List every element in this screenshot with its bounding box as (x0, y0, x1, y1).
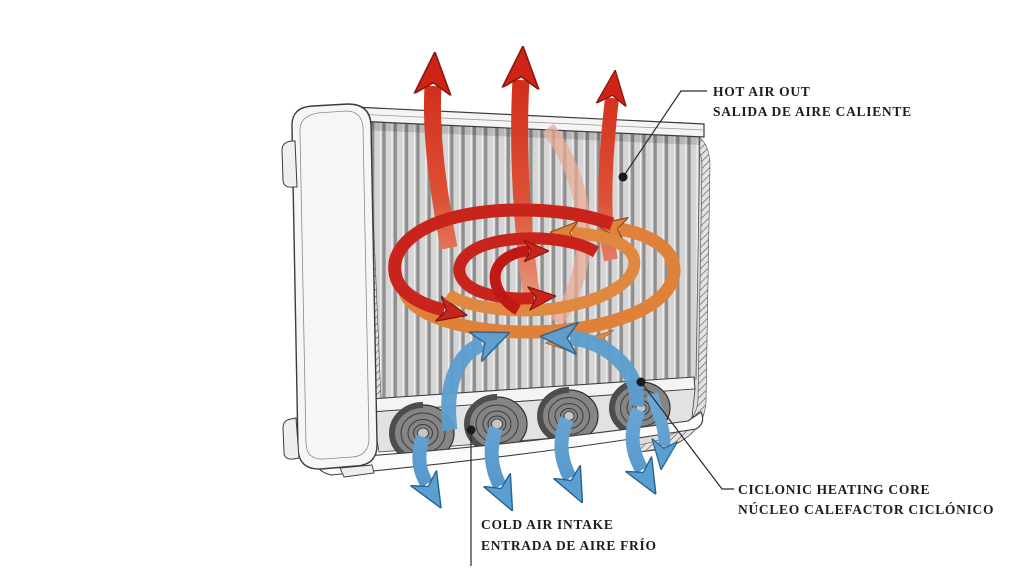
cold-intake-arc-2 (570, 338, 645, 408)
left-panel-inner-line (299, 110, 370, 460)
diagram-labels: HOT AIR OUT SALIDA DE AIRE CALIENTE CICL… (481, 84, 994, 553)
cold-air-label-es: ENTRADA DE AIRE FRÍO (481, 538, 657, 553)
callout-line-hot-air (622, 90, 707, 178)
core-label-en: CICLONIC HEATING CORE (738, 482, 930, 497)
callouts (466, 90, 734, 566)
fan-3 (537, 387, 599, 445)
cyclone-loop-mid-orange (444, 233, 641, 317)
callout-dot-hot-air (618, 172, 628, 182)
cold-air-label-en: COLD AIR INTAKE (481, 517, 614, 532)
cold-air-arrow-3 (561, 416, 570, 478)
hot-air-arrow-2 (520, 80, 543, 312)
cold-air-arrows (419, 338, 664, 486)
callout-line-core (640, 381, 734, 490)
callout-dot-cold-air (466, 425, 476, 435)
cold-air-arrow-4 (633, 407, 642, 470)
foot-pad (339, 464, 375, 478)
top-rail-inner-line (353, 113, 705, 131)
callout-dot-core (636, 377, 646, 387)
wall-bracket-top (281, 140, 298, 188)
cyclone-center-arrow (489, 251, 529, 315)
left-side-panel (291, 103, 378, 470)
core-label-es: NÚCLEO CALEFACTOR CICLÓNICO (738, 502, 994, 517)
cold-air-arrow-1 (419, 434, 427, 484)
cold-intake-arc-1 (441, 344, 482, 431)
hot-air-label-en: HOT AIR OUT (713, 84, 810, 99)
fin-top-shadow (360, 121, 700, 145)
wall-bracket-bottom (282, 417, 300, 460)
cyclone-loop-outer-red (388, 203, 615, 310)
cold-air-arrow-2 (492, 425, 500, 486)
hot-air-arrow-1 (432, 86, 458, 250)
hot-air-label-es: SALIDA DE AIRE CALIENTE (713, 104, 912, 119)
